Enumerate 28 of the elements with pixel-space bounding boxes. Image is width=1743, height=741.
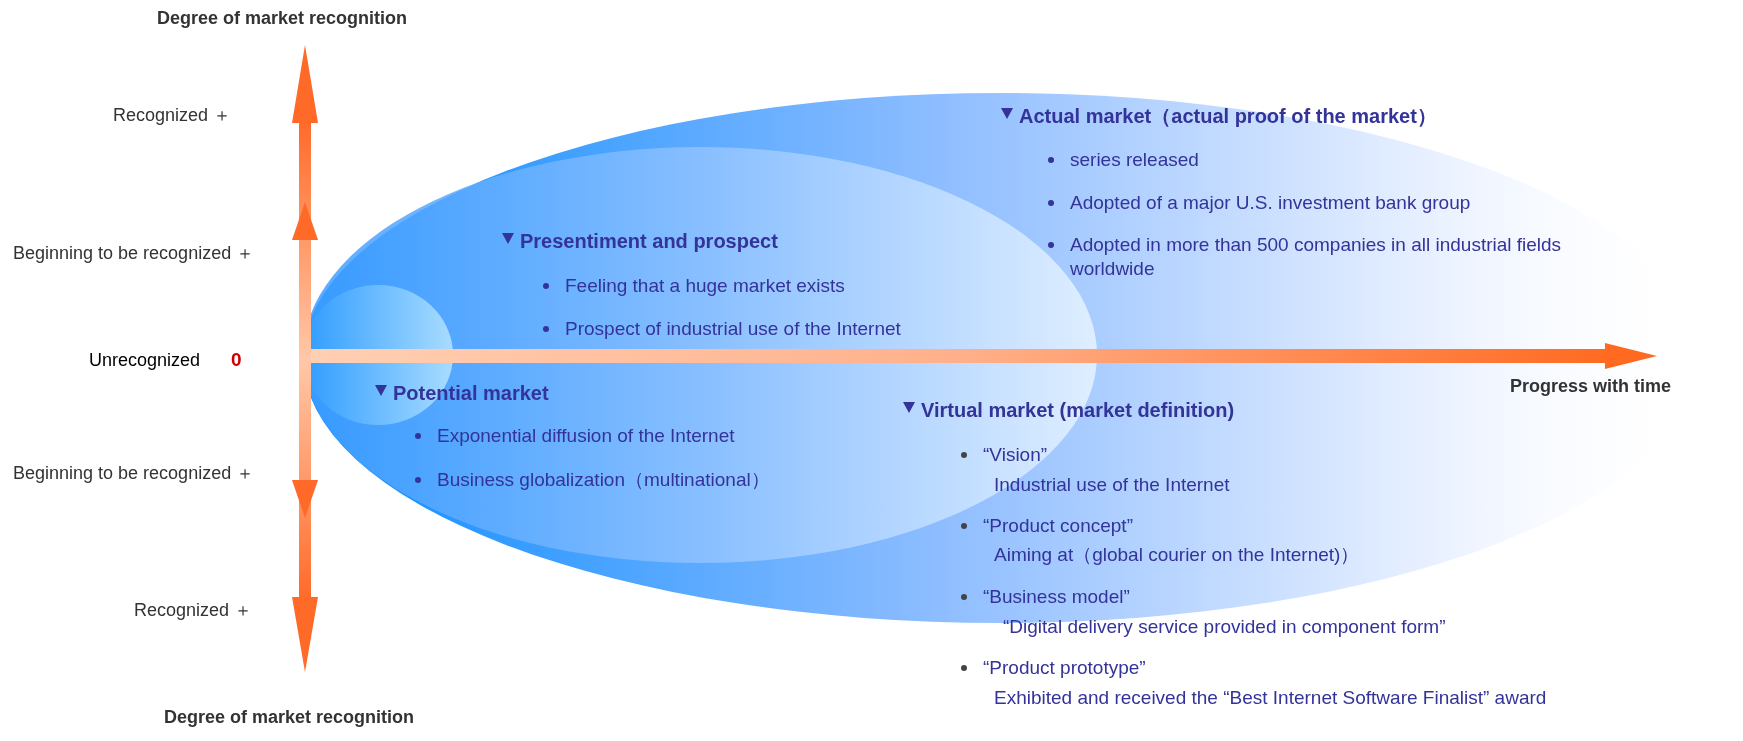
bullet-text: “Business model” [983, 585, 1130, 609]
axis-title: Degree of market recognition [164, 706, 415, 729]
axis-title: Degree of market recognition [157, 7, 408, 30]
axis-label: Recognized ＋ [134, 599, 253, 622]
bullet-text: Feeling that a huge market exists [565, 274, 845, 298]
section-heading: Potential market [393, 381, 549, 405]
bullet-text: series released [1070, 148, 1199, 172]
section-heading: Virtual market (market definition) [921, 398, 1235, 422]
bullet-text: Aiming at（global courier on the Internet)） [994, 543, 1360, 567]
axis-label: Unrecognized [89, 349, 201, 372]
axis-label: Beginning to be recognized ＋ [13, 242, 255, 265]
bullet-text: “Product prototype” [983, 656, 1146, 680]
axis-title: Progress with time [1510, 375, 1672, 398]
bullet-text: Industrial use of the Internet [994, 473, 1230, 497]
axis-label: Recognized ＋ [113, 104, 232, 127]
bullet-text: Exponential diffusion of the Internet [437, 424, 735, 448]
bullet-text: “Digital delivery service provided in component form” [1003, 615, 1446, 639]
bullet-text: “Vision” [983, 443, 1048, 467]
section-heading: Actual market（actual proof of the market） [1019, 104, 1437, 128]
bullet-text: “Product concept” [983, 514, 1133, 538]
bullet-text: Exhibited and received the “Best Internet Software Finalist” award [994, 686, 1548, 710]
bullet-text: Business globalization（multinational） [437, 468, 770, 492]
axis-label: Beginning to be recognized ＋ [13, 462, 255, 485]
bullet-text: Adopted of a major U.S. investment bank group [1070, 191, 1471, 215]
bullet-text: Adopted in more than 500 companies in all industrial fields worldwide [1070, 233, 1563, 281]
axis-label: 0 [231, 348, 242, 372]
bullet-text: Prospect of industrial use of the Internet [565, 317, 901, 341]
section-heading: Presentiment and prospect [520, 229, 778, 253]
